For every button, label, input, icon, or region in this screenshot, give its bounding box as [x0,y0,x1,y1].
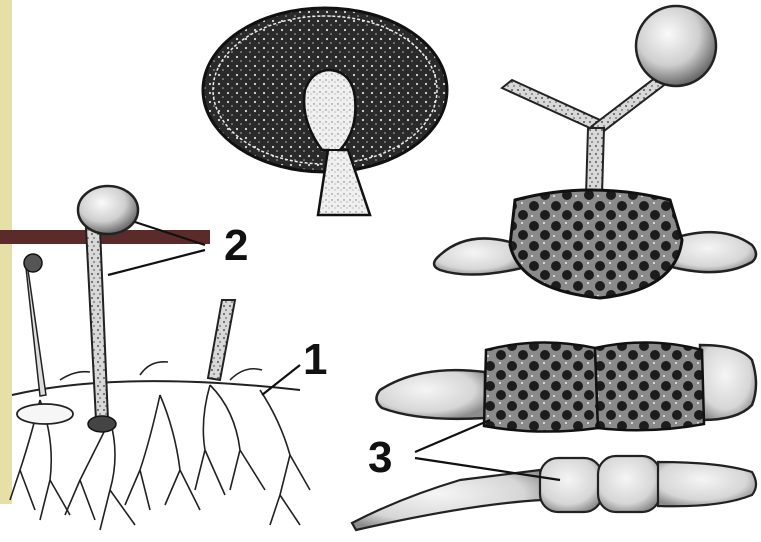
label-3: 3 [368,436,392,480]
accent-bar [0,0,12,230]
germinating-zygospore [434,6,756,298]
label-1: 1 [303,338,327,382]
mycelium [10,362,310,530]
substrate-blob [17,404,73,424]
label-2: 2 [224,224,248,268]
gametangia-stages [352,342,756,530]
sporangium-section [203,8,447,215]
accent-bar-lower [0,244,12,504]
sporangiophores [24,186,235,432]
